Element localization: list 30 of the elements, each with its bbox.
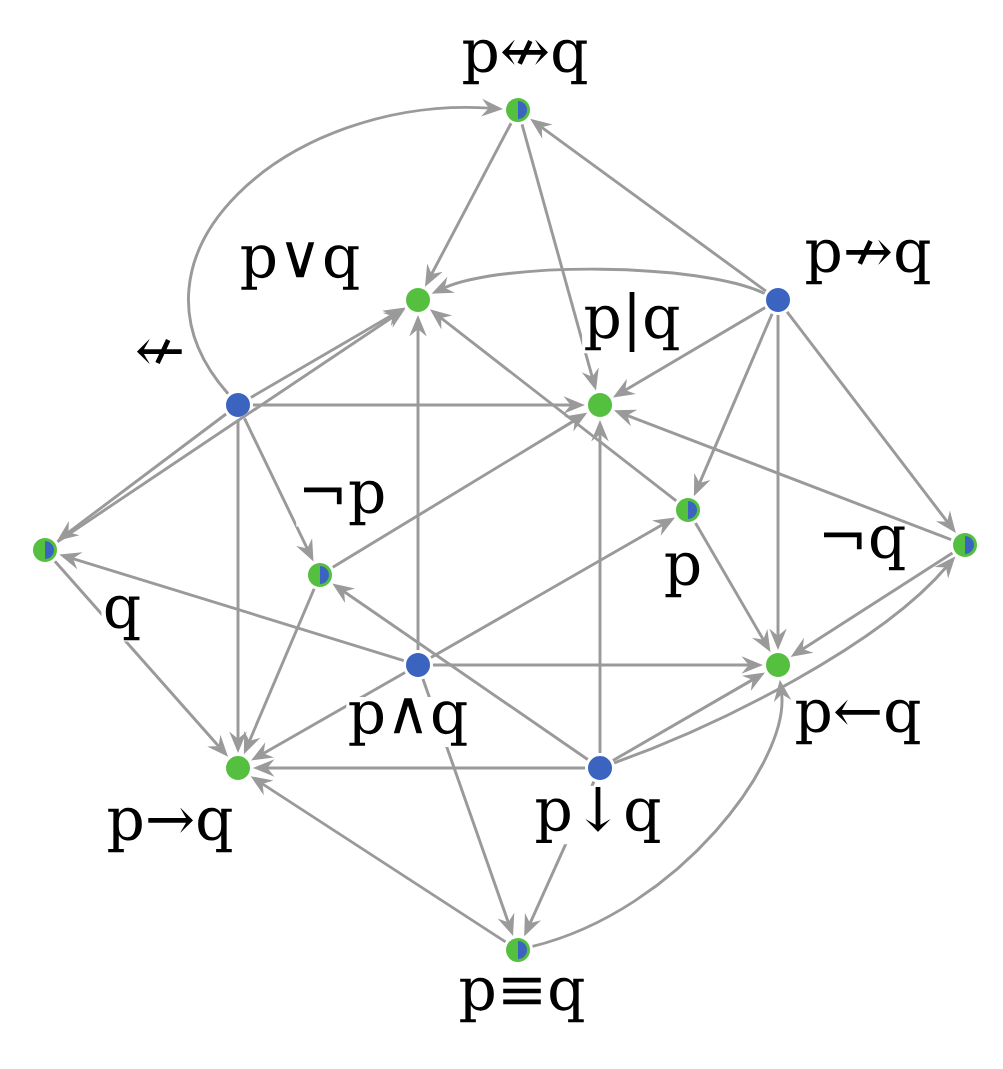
node-label: ¬q xyxy=(816,524,908,572)
dot xyxy=(506,98,530,122)
dot xyxy=(406,653,430,677)
node-label: ↚ xyxy=(133,337,187,373)
dot xyxy=(766,653,790,677)
node-label: q xyxy=(101,594,143,642)
dot xyxy=(33,538,57,562)
node-label: p↮q xyxy=(460,38,590,86)
dot xyxy=(308,563,332,587)
node-label: p↛q xyxy=(803,238,933,286)
dot xyxy=(588,756,612,780)
node-label: p←q xyxy=(793,698,923,746)
node-label: p≡q xyxy=(457,976,587,1024)
node-label: p∨q xyxy=(238,240,362,292)
node-label: ¬p xyxy=(304,480,384,526)
node-label: p|q xyxy=(582,290,682,354)
dot xyxy=(226,393,250,417)
node-label: p xyxy=(662,551,704,599)
node-label: p∧q xyxy=(346,696,470,748)
node-label: ¬p xyxy=(296,479,388,527)
node-label: ¬q xyxy=(824,525,905,571)
dot xyxy=(406,288,430,312)
dot xyxy=(588,393,612,417)
node-label: p↓q xyxy=(533,785,663,845)
dot xyxy=(506,938,530,962)
dot xyxy=(676,498,700,522)
dot xyxy=(766,288,790,312)
node-label: p→q xyxy=(105,806,235,854)
dot xyxy=(226,756,250,780)
dot xyxy=(953,533,977,557)
